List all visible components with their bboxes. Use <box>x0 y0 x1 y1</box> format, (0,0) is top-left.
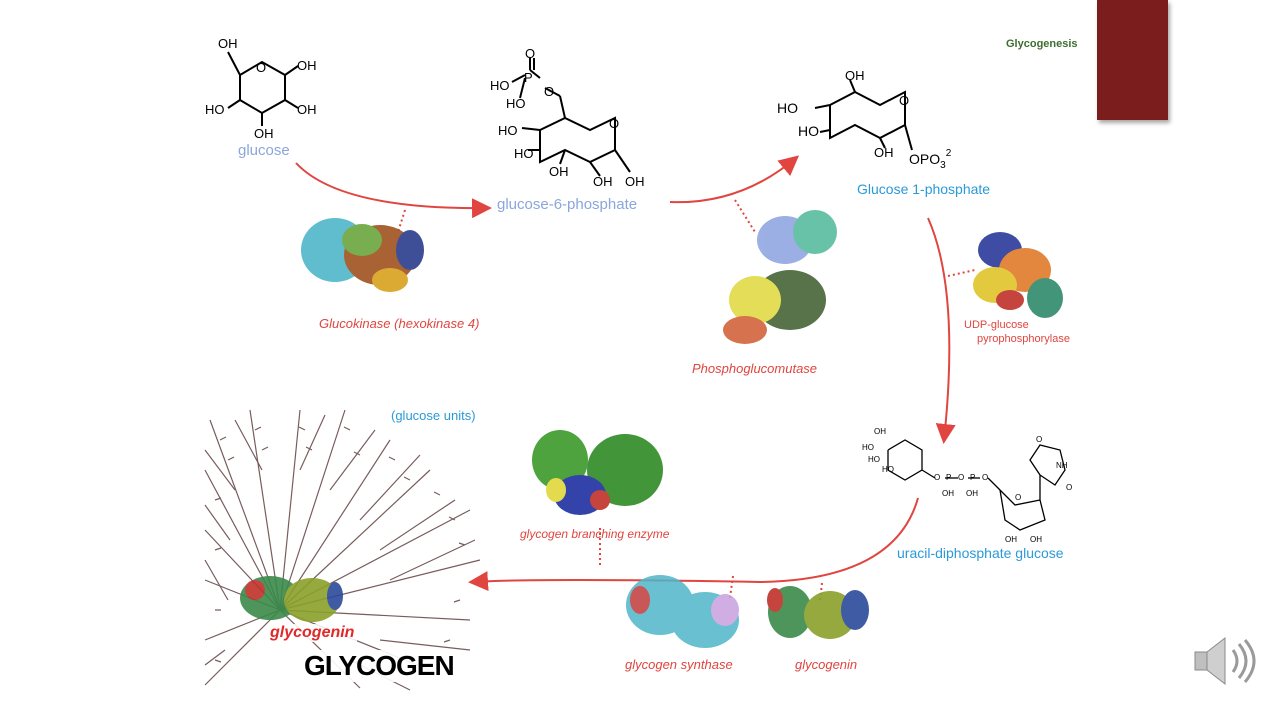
udpg-ho-3: HO <box>882 465 894 474</box>
g6p-ho-3: HO <box>498 123 518 138</box>
glycogen-synthase-protein-image <box>626 575 739 648</box>
label-glucose-units: (glucose units) <box>391 408 476 423</box>
g6p-oh-2: OH <box>593 174 613 189</box>
label-glucose-6-phosphate: glucose-6-phosphate <box>497 196 638 213</box>
glucokinase-protein-image <box>301 218 424 292</box>
udpg-o-ribose: O <box>1015 493 1021 502</box>
label-glycogenin-core: glycogenin <box>267 624 358 642</box>
g6p-ho-1: HO <box>490 78 510 93</box>
glucose-ring-o: O <box>256 60 266 75</box>
udpg-oh-p1: OH <box>942 489 954 498</box>
udpg-o-3: O <box>982 473 988 482</box>
label-glycogen-branching-enzyme: glycogen branching enzyme <box>520 527 670 541</box>
udpg-ho-2: HO <box>868 455 880 464</box>
udpg-oh-p2: OH <box>966 489 978 498</box>
g6p-p-o: O <box>525 46 535 61</box>
glucose-oh-bottom: OH <box>254 126 274 141</box>
connector-phosphoglucomutase <box>734 199 756 233</box>
udpg-nh: NH <box>1056 461 1068 470</box>
udpg-o-1: O <box>934 473 940 482</box>
glucose-oh-top: OH <box>218 36 238 51</box>
speaker-icon <box>1194 636 1256 686</box>
udp-pyrophosphorylase-protein-image <box>973 232 1063 318</box>
g1p-opo3: OPO32 <box>909 148 952 171</box>
glycogen-branch-structure <box>204 409 481 691</box>
label-glycogen-title: GLYCOGEN <box>300 650 458 682</box>
label-phosphoglucomutase: Phosphoglucomutase <box>692 361 818 376</box>
glucose-ho-left: HO <box>205 102 225 117</box>
connector-glucokinase <box>397 209 406 233</box>
label-glycogenin: glycogenin <box>795 657 858 672</box>
arrow-g1p-to-udpg <box>927 217 956 444</box>
udpg-oh-1: OH <box>874 427 886 436</box>
udpg-p-2: P <box>970 473 975 482</box>
g1p-structure <box>814 79 913 151</box>
glucose-oh-right: OH <box>297 58 317 73</box>
label-glycogen-synthase: glycogen synthase <box>625 657 733 672</box>
label-udp-glucose: uracil-diphosphate glucose <box>897 545 1064 561</box>
udpg-o-uracil: O <box>1036 435 1042 444</box>
glucose-structure <box>227 51 299 126</box>
glycogenin-protein-image <box>767 586 869 639</box>
udpg-ho-1: HO <box>862 443 874 452</box>
label-udp-glucose-pyrophosphorylase: UDP-glucose pyrophosphorylase <box>964 318 1070 346</box>
udpg-structure <box>887 439 1066 531</box>
g1p-ho-1: HO <box>777 100 798 116</box>
g6p-structure <box>511 58 631 177</box>
g6p-ring-o: O <box>609 116 619 131</box>
arrow-udpg-to-glycogen <box>468 497 919 592</box>
g6p-ho-4: HO <box>514 146 534 161</box>
g1p-ring-o: O <box>899 93 909 108</box>
arrow-g6p-to-g1p <box>669 155 800 204</box>
label-glucokinase: Glucokinase (hexokinase 4) <box>319 316 480 331</box>
g1p-oh-bottom: OH <box>874 145 894 160</box>
corner-accent-block <box>1097 0 1168 120</box>
udpg-oh-r2: OH <box>1030 535 1042 544</box>
connector-udp-pyrophosphorylase <box>947 269 976 277</box>
branching-enzyme-protein-image <box>532 430 663 515</box>
g1p-ho-2: HO <box>798 123 819 139</box>
slide-title: Glycogenesis <box>1006 38 1078 50</box>
g1p-oh-top: OH <box>845 68 865 83</box>
phosphoglucomutase-protein-image <box>723 210 837 344</box>
connector-synthase <box>729 575 734 599</box>
g6p-phosphorus: P <box>524 70 533 85</box>
glycogen-core-glycogenin-image <box>240 576 343 622</box>
udpg-p-1: P <box>946 473 951 482</box>
g6p-ho-2: HO <box>506 96 526 111</box>
label-glucose-1-phosphate: Glucose 1-phosphate <box>857 181 991 197</box>
g6p-oh-1: OH <box>549 164 569 179</box>
udpg-o-uracil2: O <box>1066 483 1072 492</box>
udpg-oh-r1: OH <box>1005 535 1017 544</box>
g6p-link-o: O <box>544 84 554 99</box>
udp-label-line1: UDP-glucose <box>964 319 1029 331</box>
udp-label-line2: pyrophosphorylase <box>977 333 1070 345</box>
g6p-oh-3: OH <box>625 174 645 189</box>
arrow-glucose-to-g6p <box>295 162 492 219</box>
label-glucose: glucose <box>238 142 290 159</box>
glucose-oh-right2: OH <box>297 102 317 117</box>
udpg-o-2: O <box>958 473 964 482</box>
